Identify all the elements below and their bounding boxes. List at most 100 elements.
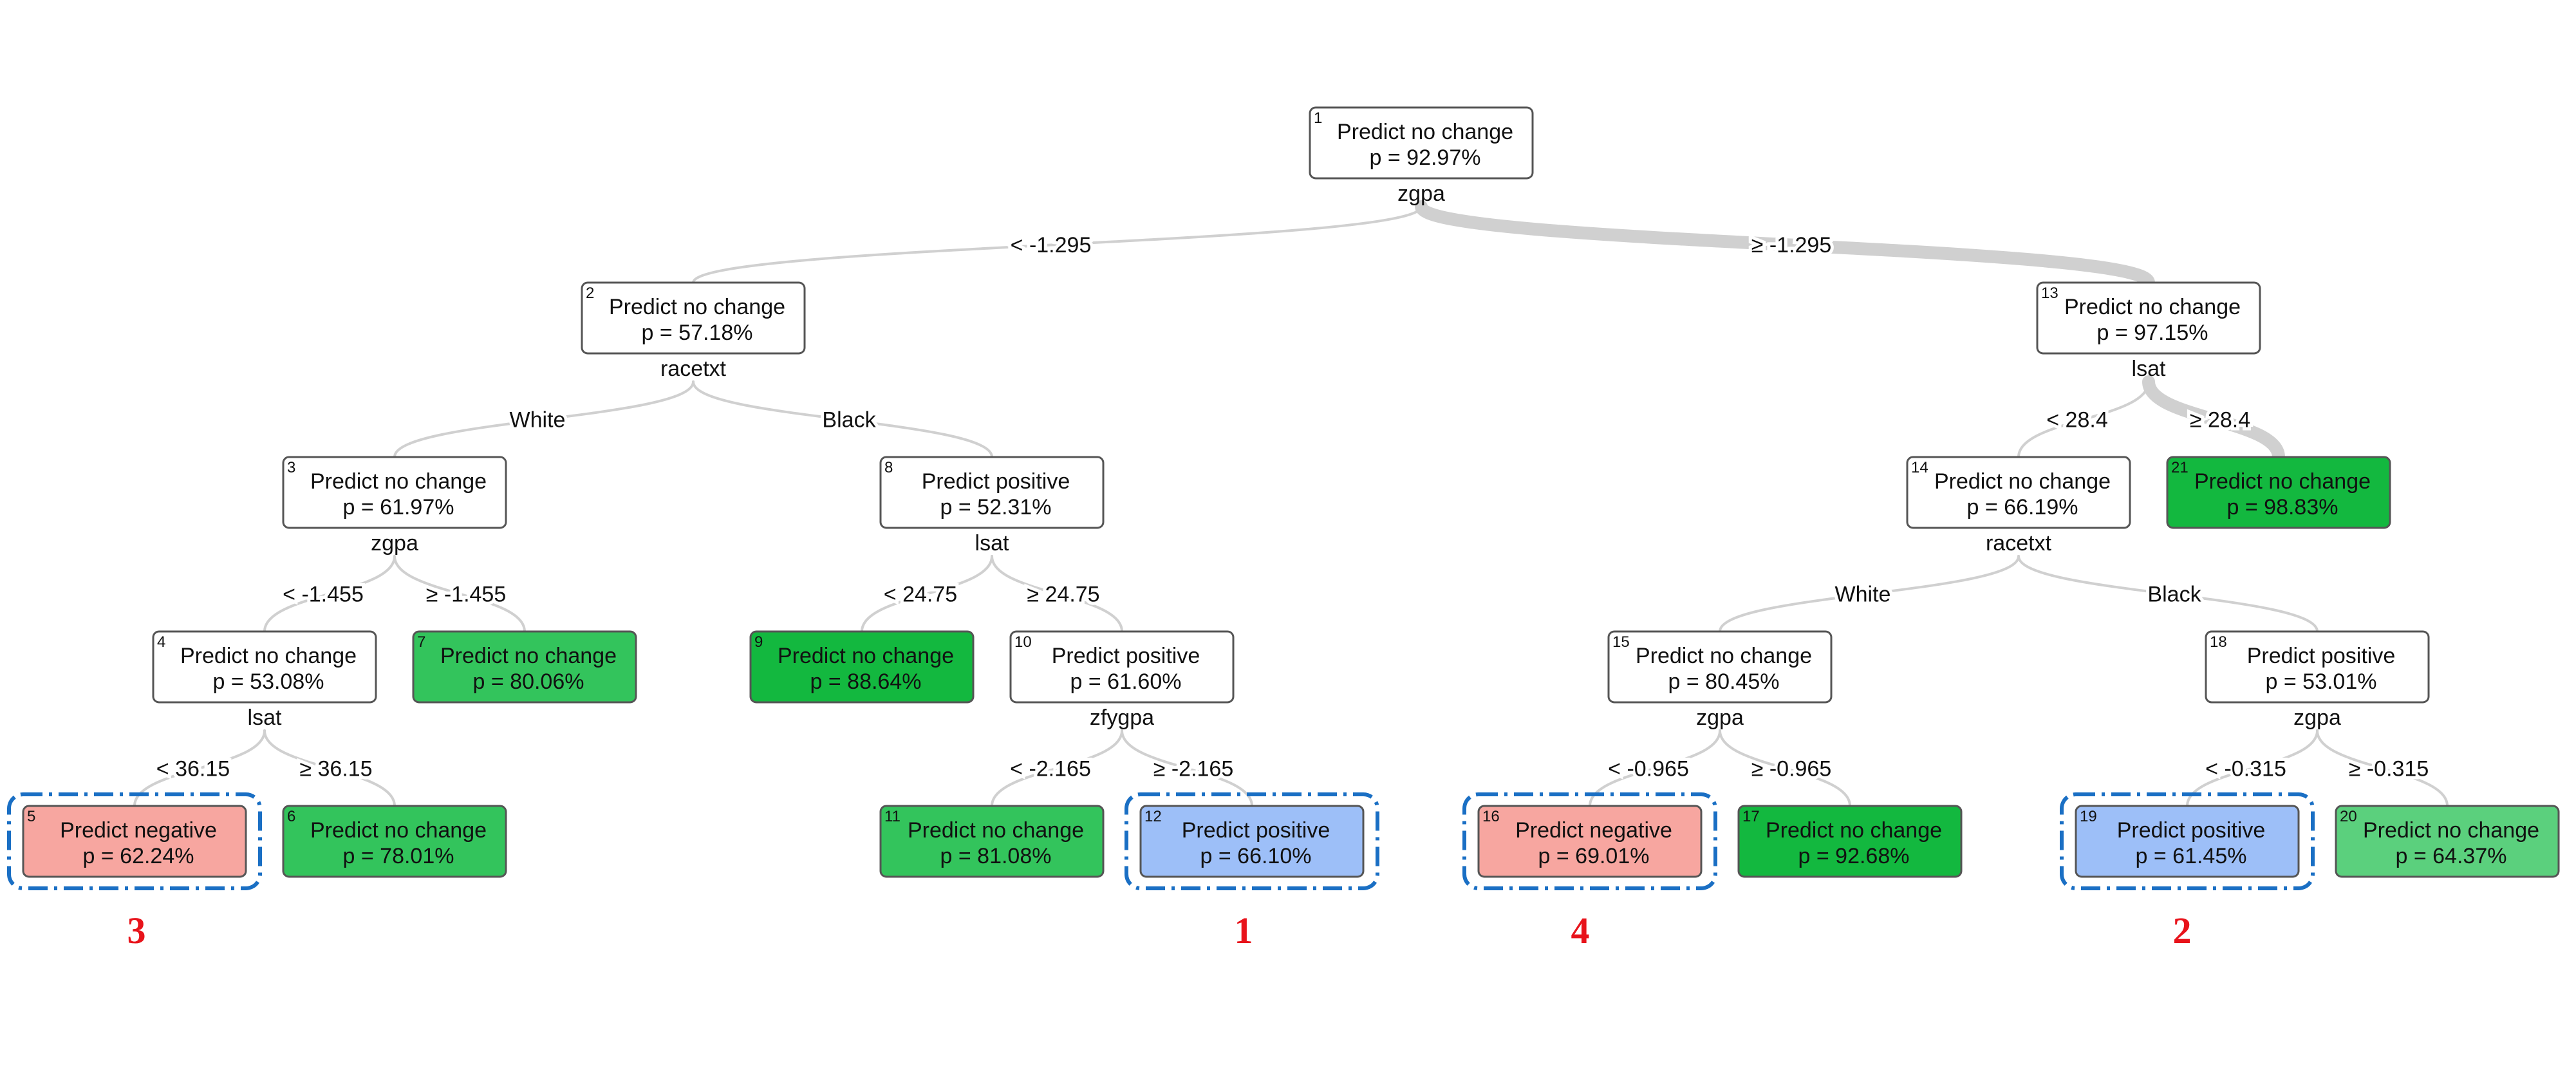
node-box (1906, 456, 2131, 529)
node-split-variable: racetxt (1986, 531, 2052, 556)
node-split-variable: zfygpa (1090, 706, 1154, 730)
edge-label-4-5: < 36.15 (156, 757, 230, 781)
node-prediction: Predict positive (922, 469, 1070, 494)
edge-label-15-16: < -0.965 (1608, 757, 1689, 781)
edge-14-18 (2017, 555, 2319, 633)
edge-13-14 (2017, 380, 2150, 458)
node-prediction: Predict no change (609, 295, 785, 319)
edge-2-3 (393, 380, 695, 458)
node-probability: p = 81.08% (940, 844, 1052, 868)
rank-label-1: 1 (1235, 910, 1253, 951)
node-box (2205, 630, 2430, 704)
edge-3-4 (263, 555, 396, 633)
node-id: 11 (884, 808, 901, 825)
edge-label-4-6: ≥ 36.15 (299, 757, 372, 781)
edge-10-11 (991, 729, 1123, 807)
node-box (22, 805, 247, 878)
edge-3-7 (393, 555, 526, 633)
node-box (879, 805, 1105, 878)
node-id: 17 (1742, 808, 1760, 825)
node-probability: p = 97.15% (2097, 321, 2208, 345)
node-box (1607, 630, 1833, 704)
node-id: 6 (287, 808, 295, 825)
node-box (2166, 456, 2391, 529)
node-box (1139, 805, 1365, 878)
node-prediction: Predict no change (1636, 644, 1812, 668)
node-probability: p = 52.31% (940, 495, 1052, 519)
node-split-variable: lsat (975, 531, 1009, 556)
node-probability: p = 80.45% (1668, 669, 1780, 694)
node-prediction: Predict positive (1182, 818, 1330, 843)
node-box (1309, 106, 1534, 180)
node-box (1009, 630, 1235, 704)
node-id: 21 (2171, 459, 2189, 476)
node-prediction: Predict negative (1515, 818, 1672, 843)
node-box (152, 630, 377, 704)
node-id: 7 (417, 633, 425, 651)
node-box (2036, 281, 2261, 355)
node-probability: p = 92.68% (1798, 844, 1910, 868)
node-probability: p = 61.60% (1070, 669, 1182, 694)
edge-label-10-12: ≥ -2.165 (1153, 757, 1234, 781)
node-probability: p = 78.01% (343, 844, 454, 868)
edge-label-8-10: ≥ 24.75 (1027, 583, 1099, 607)
node-box (282, 456, 507, 529)
edge-label-13-14: < 28.4 (2046, 408, 2107, 433)
edge-13-21 (2142, 375, 2285, 463)
node-split-variable: zgpa (1397, 182, 1445, 206)
node-split-variable: lsat (248, 706, 282, 730)
node-split-variable: zgpa (1696, 706, 1744, 730)
edge-label-3-4: < -1.455 (283, 583, 364, 607)
edge-18-20 (2316, 729, 2449, 807)
edge-10-12 (1121, 729, 1253, 807)
node-id: 13 (2041, 285, 2058, 302)
node-prediction: Predict no change (2363, 818, 2539, 843)
rank-label-4: 4 (1571, 910, 1590, 951)
node-box (1737, 805, 1963, 878)
node-id: 20 (2340, 808, 2357, 825)
node-prediction: Predict positive (2247, 644, 2396, 668)
node-prediction: Predict no change (1766, 818, 1942, 843)
edge-2-8 (692, 380, 993, 458)
edge-1-13 (1415, 200, 2155, 289)
node-probability: p = 61.97% (343, 495, 454, 519)
node-prediction: Predict no change (2194, 469, 2371, 494)
node-probability: p = 62.24% (83, 844, 194, 868)
node-prediction: Predict positive (2117, 818, 2266, 843)
node-prediction: Predict no change (310, 469, 487, 494)
node-id: 2 (586, 285, 594, 302)
edge-label-10-11: < -2.165 (1010, 757, 1091, 781)
node-prediction: Predict no change (1934, 469, 2111, 494)
node-probability: p = 53.08% (213, 669, 324, 694)
node-prediction: Predict positive (1052, 644, 1200, 668)
node-id: 18 (2210, 633, 2227, 651)
highlight-frame-node-12 (1125, 792, 1379, 890)
edge-label-1-13: ≥ -1.295 (1751, 233, 1832, 257)
node-box (879, 456, 1105, 529)
edge-label-2-3: White (510, 408, 566, 433)
edge-label-8-9: < 24.75 (884, 583, 957, 607)
highlight-frame-node-16 (1462, 792, 1717, 890)
node-prediction: Predict no change (180, 644, 357, 668)
node-id: 15 (1612, 633, 1630, 651)
node-id: 4 (157, 633, 165, 651)
edge-label-3-7: ≥ -1.455 (426, 583, 507, 607)
edge-label-15-17: ≥ -0.965 (1751, 757, 1832, 781)
node-id: 1 (1314, 109, 1322, 127)
edge-layer (133, 200, 2449, 807)
